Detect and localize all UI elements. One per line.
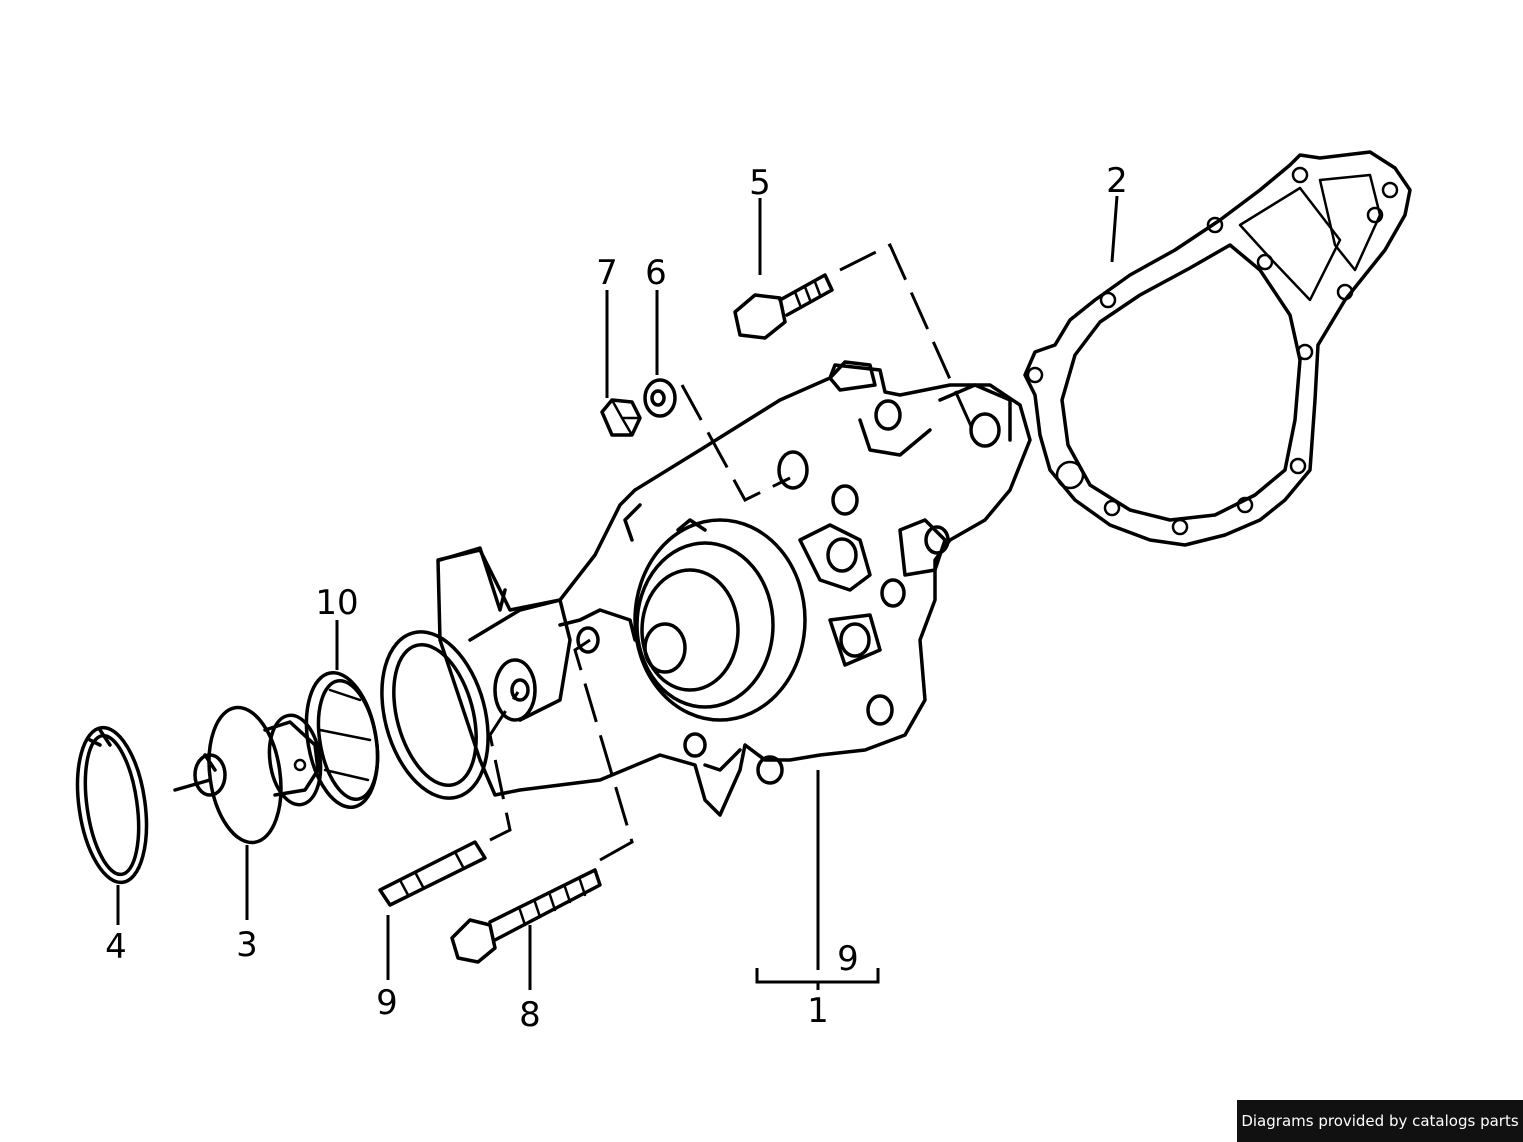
bolt-part-8 [450,868,602,964]
credit-banner: Diagrams provided by catalogs parts [1237,1100,1523,1142]
circlip-part-4 [75,725,149,885]
callout-5: 5 [749,163,771,203]
callout-8: 8 [519,995,541,1035]
bolt-part-5 [733,273,834,340]
leader-lines [116,195,1119,990]
gasket-part-2 [1023,150,1412,547]
water-pump-housing-part-1 [380,360,1032,817]
callout-7: 7 [596,253,618,293]
seal-ring-part-10 [304,671,380,809]
washer-part-6 [643,378,677,418]
stud-part-9 [378,840,487,907]
callout-labels: 1 2 3 4 5 6 7 8 9 9 10 [105,161,1128,1035]
callout-3: 3 [236,925,258,965]
assembly-lines [488,242,977,862]
callout-4: 4 [105,927,127,967]
callout-1: 1 [807,991,829,1031]
callout-9-stud: 9 [376,983,398,1023]
thermostat-part-3 [173,705,323,845]
nut-part-7 [600,398,642,437]
callout-6: 6 [645,253,667,293]
callout-2: 2 [1106,161,1128,201]
callout-10: 10 [315,583,358,623]
callout-9-kit: 9 [837,939,859,979]
